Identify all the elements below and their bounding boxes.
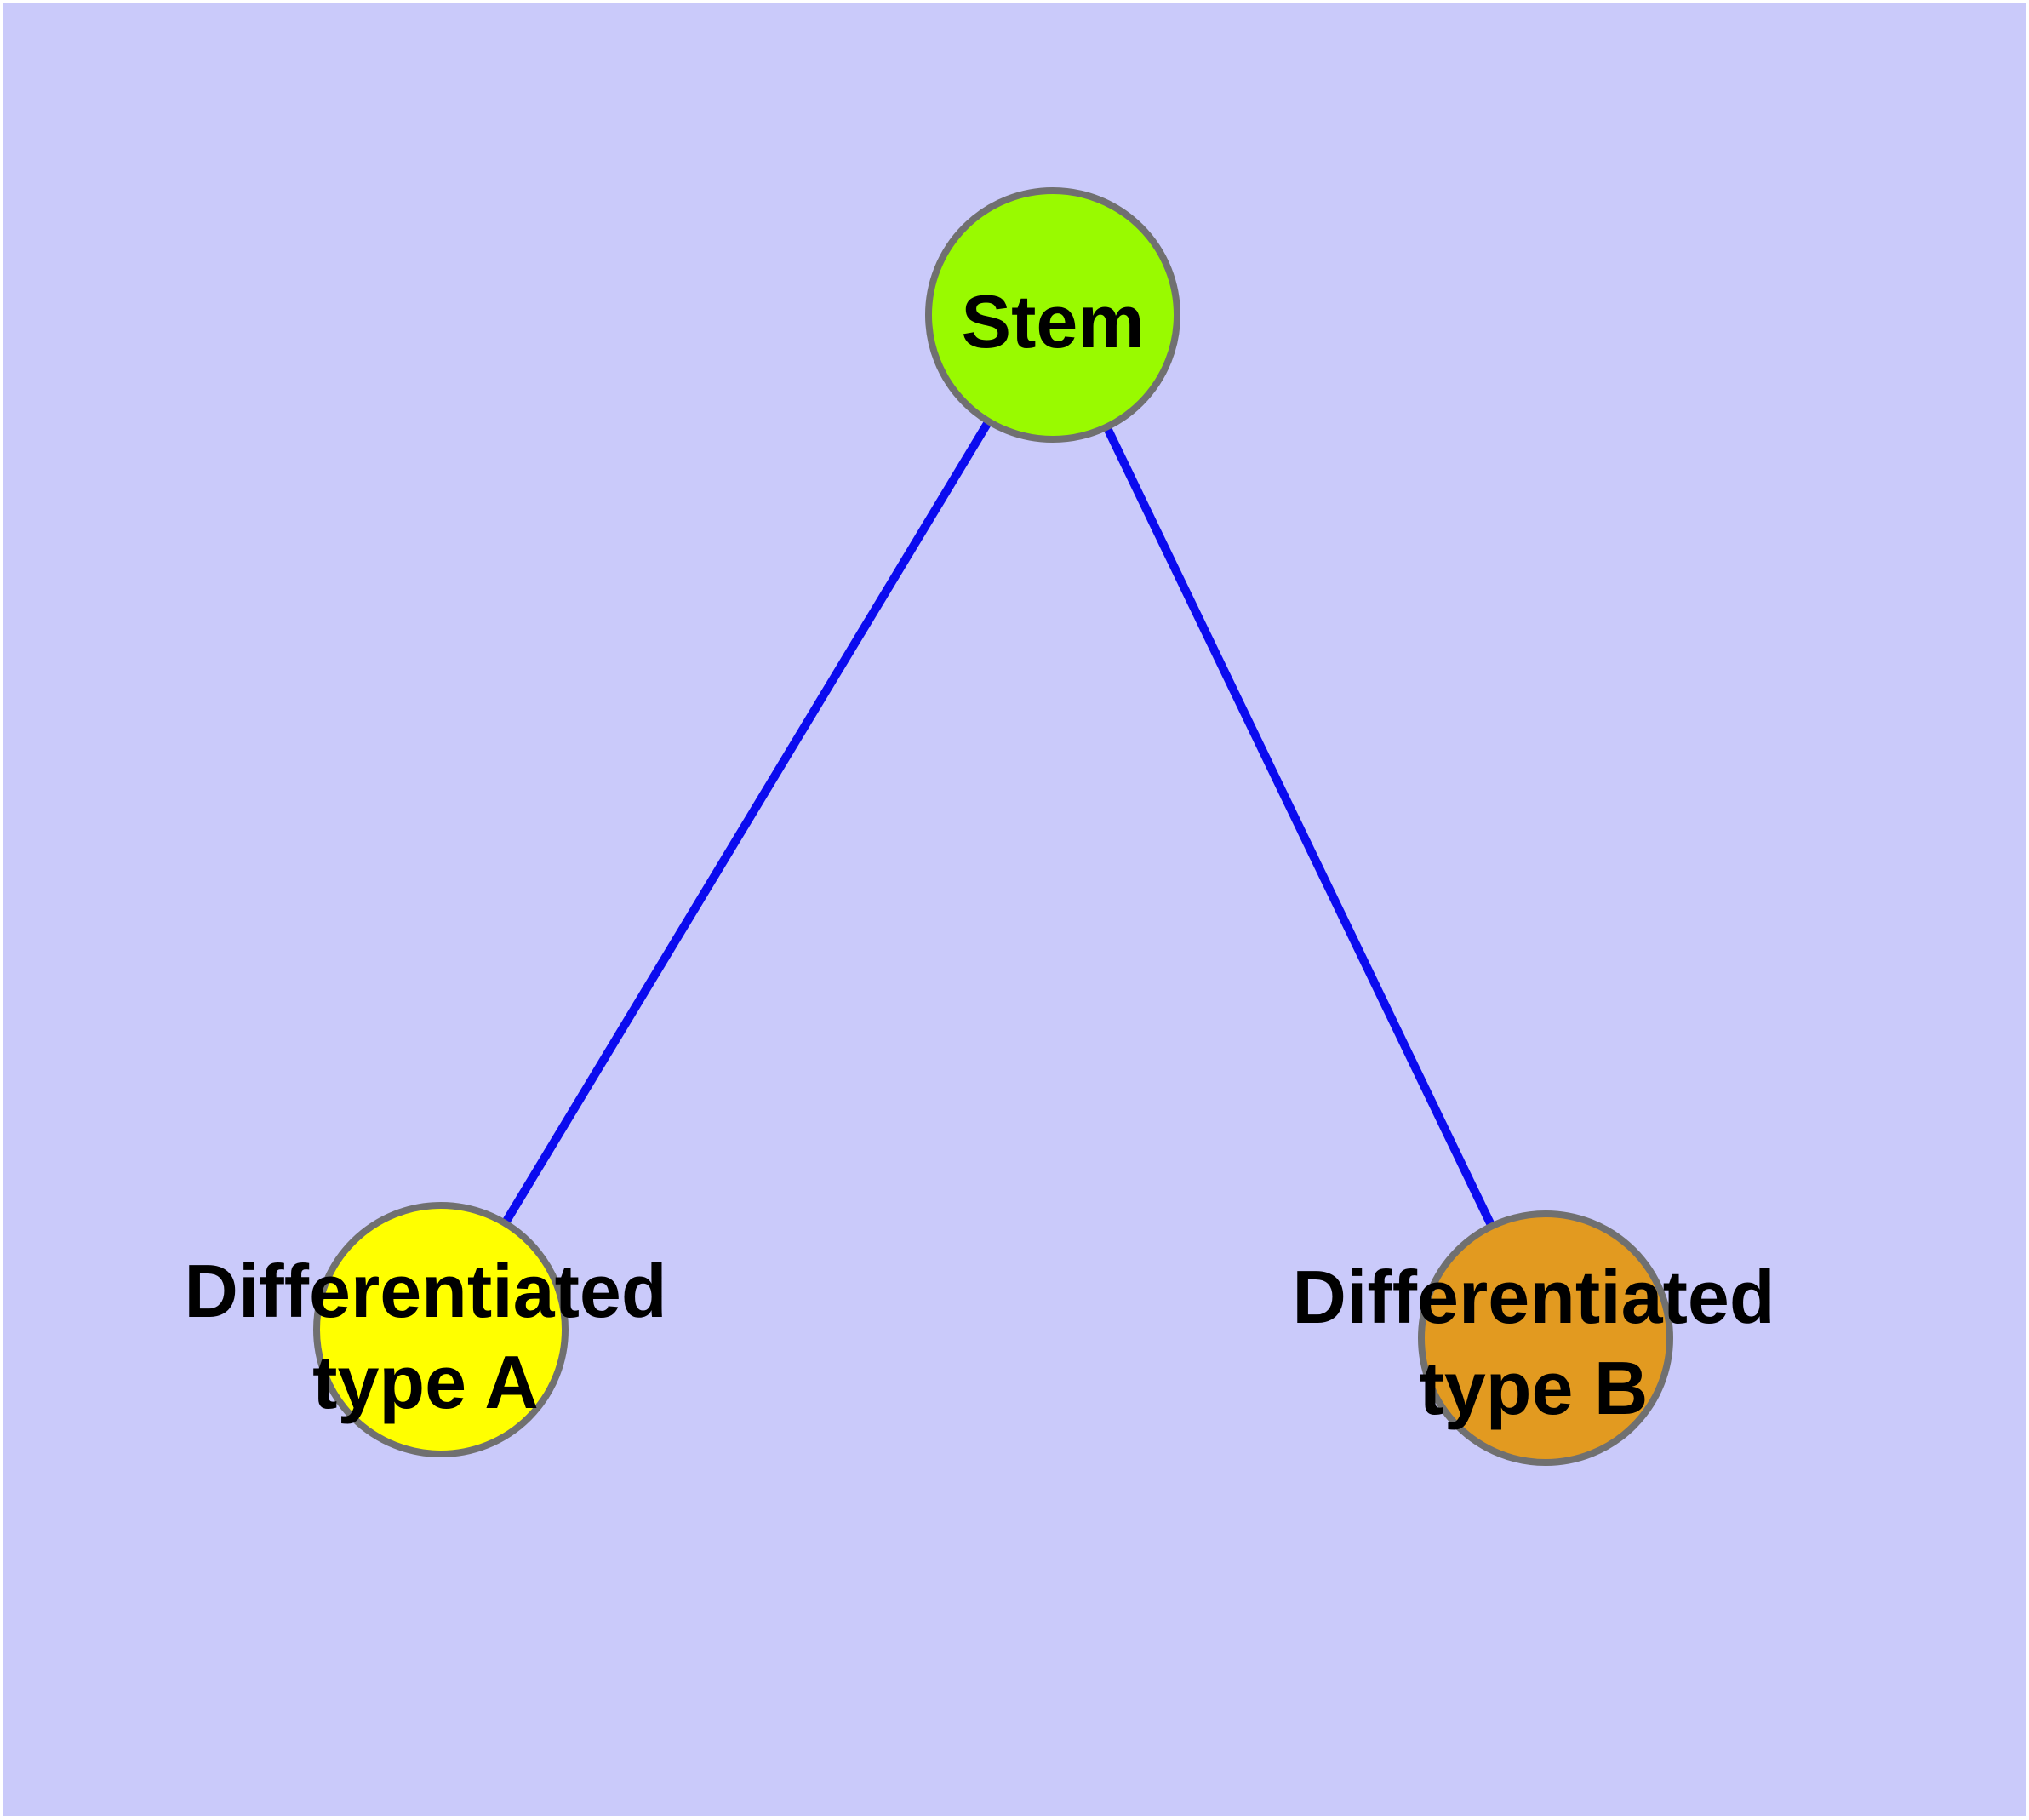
edge-stem-to-differentiated-b: [1049, 312, 1550, 1341]
node-differentiated-type-a-label-line1: Differentiated: [184, 1249, 666, 1333]
node-differentiated-type-a: [313, 1202, 569, 1457]
node-stem: [925, 187, 1180, 443]
edge-stem-to-differentiated-a: [437, 312, 1057, 1332]
node-stem-label: Stem: [961, 279, 1144, 363]
node-differentiated-type-b-label-line1: Differentiated: [1292, 1255, 1775, 1339]
node-differentiated-type-a-label-line2: type A: [312, 1340, 539, 1424]
node-differentiated-type-b: [1418, 1210, 1673, 1466]
node-differentiated-type-b-label-line2: type B: [1420, 1346, 1649, 1430]
